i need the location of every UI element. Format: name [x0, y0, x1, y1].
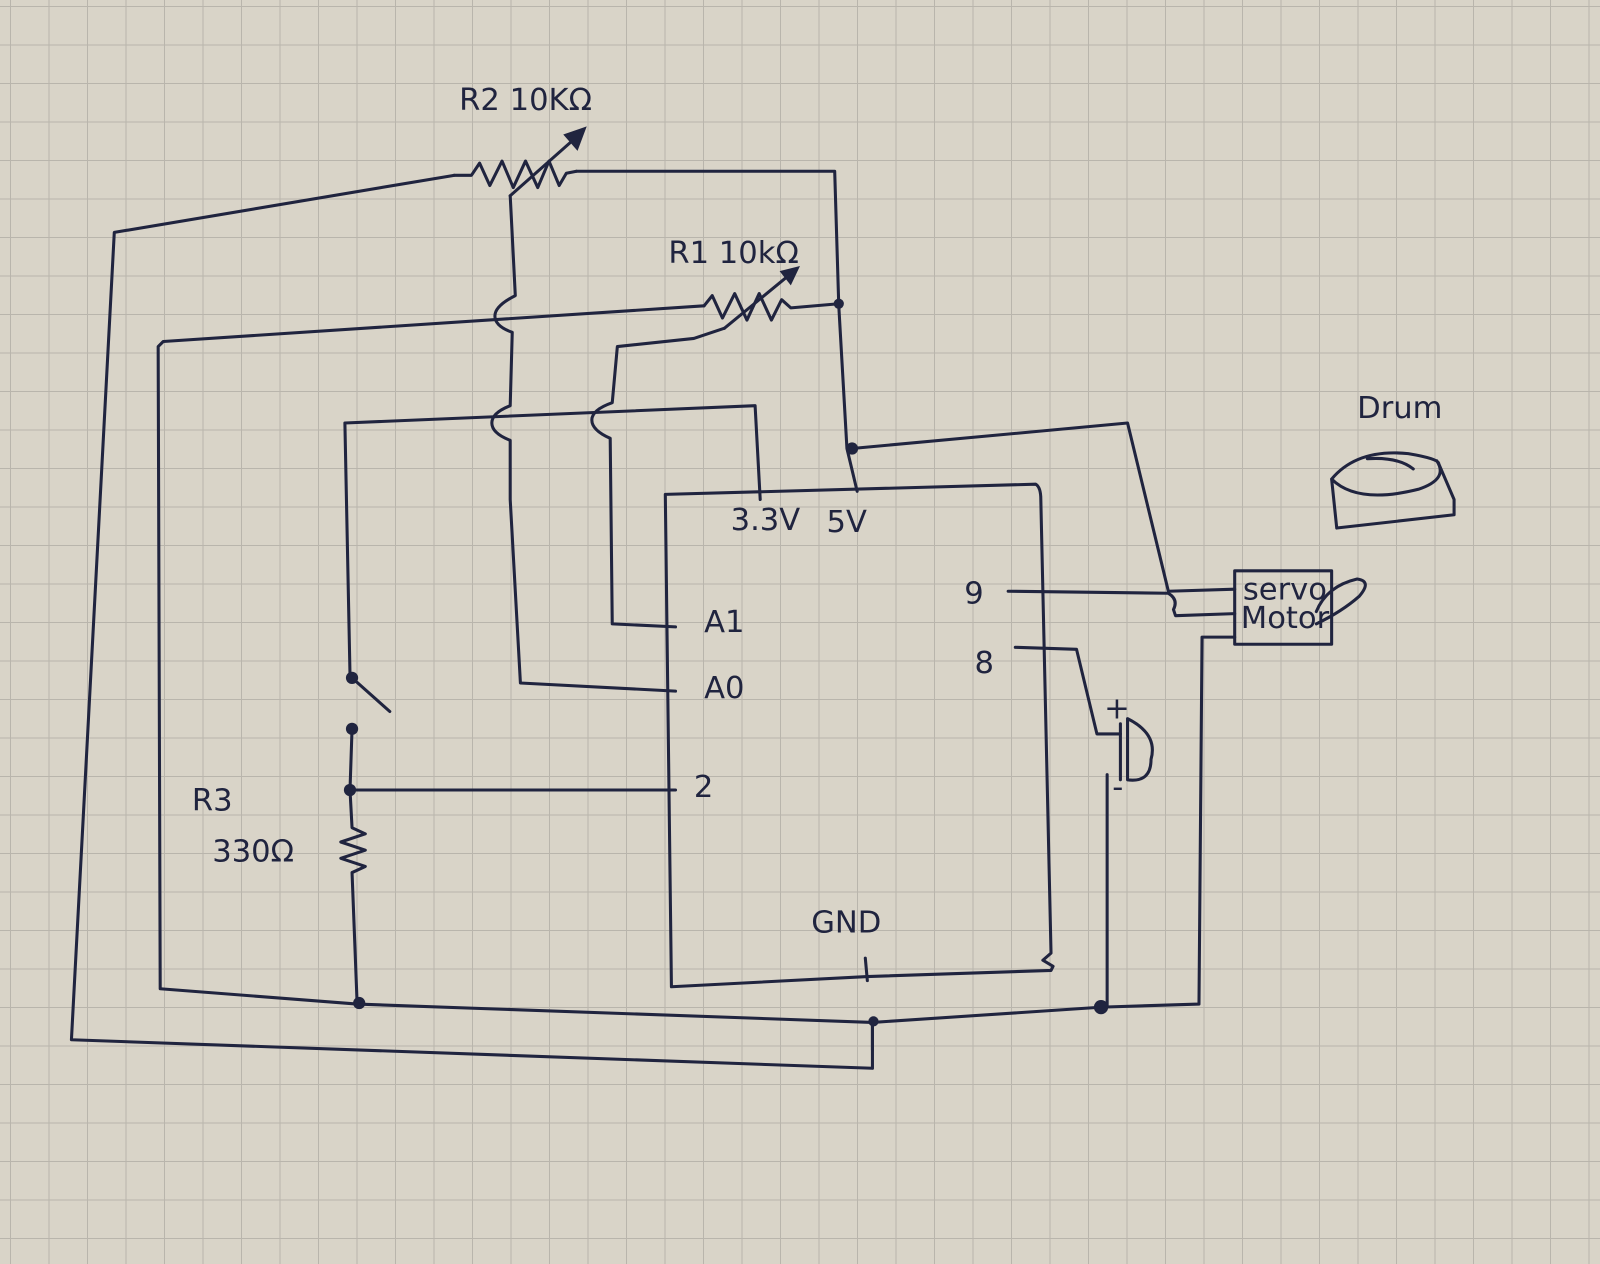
pin9-to-servo [1006, 589, 1237, 618]
arrow-head [779, 266, 800, 286]
arrow-head [563, 126, 587, 151]
pin-a0-label: A0 [704, 671, 744, 706]
pin8-to-buzzer [1013, 645, 1122, 736]
r3-value-label: 330Ω [212, 834, 294, 869]
servo-label-1: servo [1243, 572, 1327, 607]
r1-left-wire [156, 304, 706, 1006]
buzzer-plus-label: + [1104, 692, 1130, 727]
arduino-board [663, 482, 1055, 989]
r2-wiper-to-a0 [490, 194, 678, 693]
gnd-label: GND [811, 906, 881, 941]
switch-to-pin2 [348, 727, 678, 792]
3v3-wire [343, 404, 762, 677]
r1-wiper-arrow [722, 269, 796, 330]
pin-2-label: 2 [694, 770, 713, 805]
junction-dot [868, 1016, 879, 1027]
drum-icon [1330, 451, 1456, 530]
pushbutton-lever [350, 676, 392, 714]
r3-resistor [339, 788, 367, 1006]
r2-label: R2 10KΩ [459, 83, 592, 118]
buzzer-minus-label: - [1112, 770, 1123, 805]
servo-label-2: Motor [1241, 601, 1330, 636]
junction-dot [833, 298, 844, 309]
gnd-pin-wire [863, 956, 874, 1052]
servo-horn [1314, 577, 1367, 626]
r1-label: R1 10kΩ [668, 236, 798, 271]
r3-label: R3 [192, 783, 233, 818]
r1-wiper-to-a1 [590, 326, 727, 629]
drum-label: Drum [1357, 391, 1442, 426]
junction-dot [845, 442, 859, 455]
pin-8-label: 8 [974, 646, 993, 681]
servo-motor [1233, 569, 1334, 646]
pin-5v-label: 5V [827, 505, 867, 540]
junction-dot [1093, 999, 1109, 1015]
buzzer [1105, 717, 1154, 1009]
r2-left-wire [69, 173, 874, 1070]
5v-to-servo [850, 421, 1237, 593]
pin-a1-label: A1 [704, 605, 744, 640]
pin-9-label: 9 [964, 576, 983, 611]
r1-potentiometer [702, 292, 841, 322]
r2-potentiometer [452, 159, 579, 190]
pin-3v3-label: 3.3V [731, 503, 801, 538]
r2-wiper-arrow [508, 130, 584, 198]
ground-bus [355, 635, 1237, 1024]
